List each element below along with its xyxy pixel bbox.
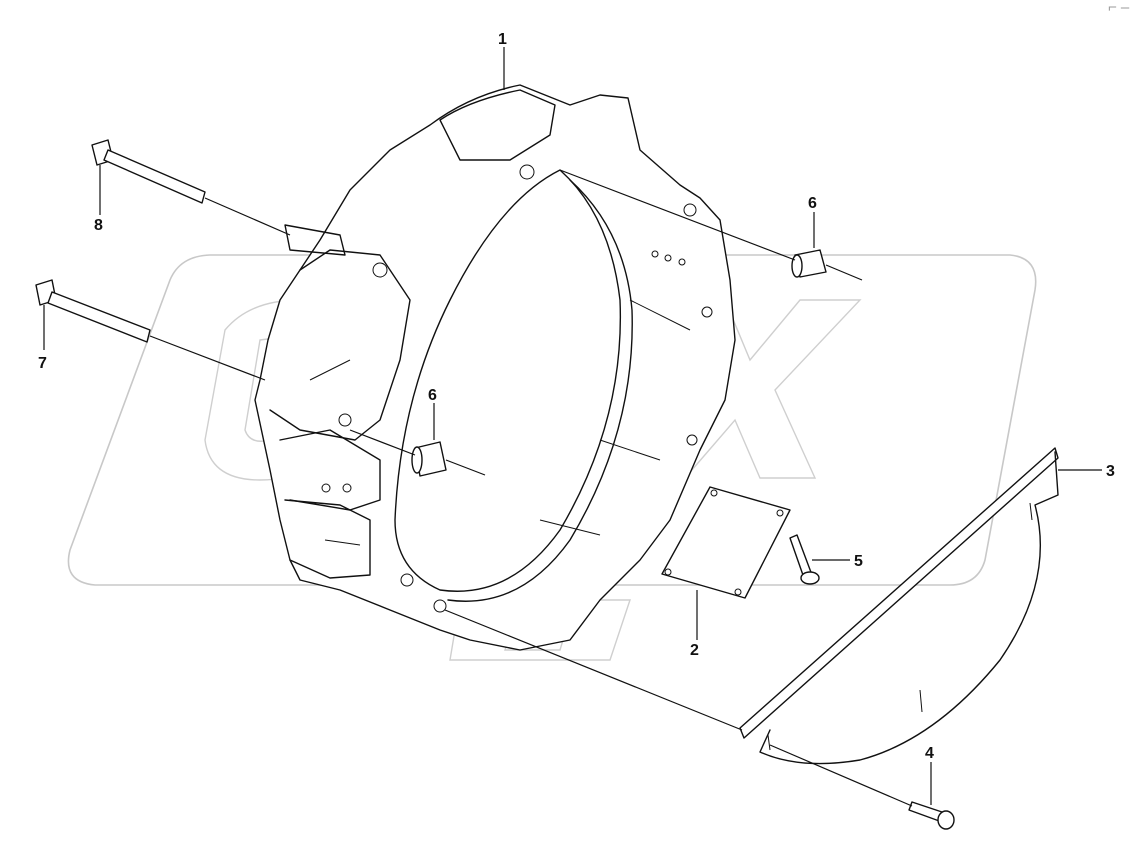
callout-6-lower: 6 bbox=[428, 387, 437, 404]
dowel-6-lower bbox=[349, 429, 486, 477]
callout-5: 5 bbox=[854, 553, 863, 570]
callout-2: 2 bbox=[690, 642, 699, 659]
callout-4: 4 bbox=[925, 745, 934, 762]
bolt-7 bbox=[35, 279, 266, 381]
callout-leaders bbox=[43, 47, 1102, 805]
bolt-5 bbox=[789, 534, 820, 585]
corner-mark: ⌐ ‒ bbox=[1108, 0, 1130, 16]
shield-3 bbox=[739, 447, 1059, 765]
flywheel-housing bbox=[254, 84, 736, 651]
bolt-8 bbox=[91, 139, 291, 236]
callout-1: 1 bbox=[498, 31, 507, 48]
cover-plate-2 bbox=[661, 486, 791, 599]
callout-6-upper: 6 bbox=[808, 195, 817, 212]
callout-8: 8 bbox=[94, 217, 103, 234]
dowel-6-upper bbox=[559, 169, 863, 281]
center-axis-line bbox=[444, 609, 743, 731]
callout-7: 7 bbox=[38, 355, 47, 372]
bolt-holes bbox=[321, 164, 713, 613]
callout-3: 3 bbox=[1106, 463, 1115, 480]
bolt-4 bbox=[769, 744, 955, 830]
